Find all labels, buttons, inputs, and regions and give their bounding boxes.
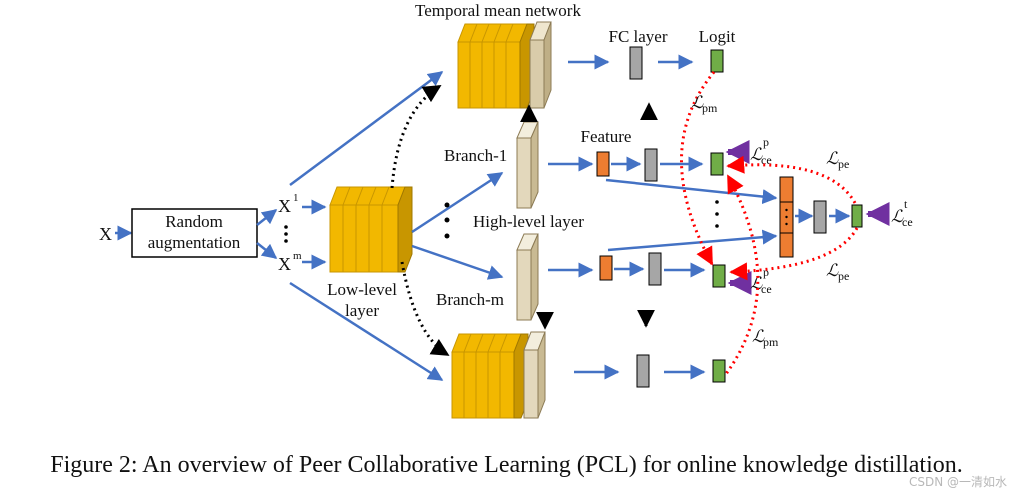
loss-ce-t-sup: t	[904, 197, 908, 211]
augmentation-label-line2: augmentation	[148, 233, 241, 252]
arrow-feature-bm-to-concat	[607, 229, 778, 252]
arrow-feature-b1-to-concat	[605, 178, 778, 205]
x1-superscript: 1	[293, 192, 299, 204]
arrow-x1-to-temporal-top	[289, 70, 444, 187]
branch1-label: Branch-1	[444, 146, 507, 165]
temporal-network-top-stack	[457, 21, 552, 109]
loss-ce-p-branch1-sup: p	[763, 135, 769, 149]
loss-ce-p-branchm-sup: p	[763, 265, 769, 279]
logit-ensemble	[851, 204, 863, 228]
dotted-low-to-temporal-top	[390, 84, 442, 189]
branchm-high-level-block	[516, 233, 539, 321]
arrow-aug-to-x1	[256, 209, 278, 226]
loss-pe-bottom-sub: pe	[838, 269, 849, 283]
fc-branchm	[648, 252, 662, 286]
dotted-pe-to-branchm	[729, 227, 859, 281]
loss-ce-p-branch1-sub: ce	[761, 153, 772, 167]
temporal-network-bottom-stack	[451, 331, 546, 419]
loss-pm-bottom-symbol: ℒ	[752, 327, 765, 346]
high-level-layer-label: High-level layer	[473, 212, 584, 231]
logit-branchm	[712, 264, 726, 288]
xm-superscript: m	[293, 250, 302, 262]
loss-ce-t-sub: ce	[902, 215, 913, 229]
logit-branch1	[710, 152, 724, 176]
loss-pe-bottom-symbol: ℒ	[826, 261, 839, 280]
branchm-label: Branch-m	[436, 290, 504, 309]
fc-branch1	[644, 148, 658, 182]
fc-ensemble	[813, 200, 827, 234]
feature-branchm	[599, 255, 613, 281]
x1-label: X	[278, 196, 291, 216]
temporal-mean-network-label: Temporal mean network	[415, 1, 581, 20]
logit-bottom	[712, 359, 726, 383]
dotted-pe-to-branch1	[726, 155, 857, 204]
logit-top	[710, 49, 724, 73]
low-level-layer-stack	[329, 186, 413, 273]
arrow-aug-to-xm	[256, 242, 278, 259]
loss-pe-top-symbol: ℒ	[826, 149, 839, 168]
watermark: CSDN @一清如水	[908, 475, 1007, 489]
random-augmentation-box	[131, 208, 258, 258]
xm-label: X	[278, 254, 291, 274]
dotted-pm-top-to-branchm	[680, 71, 716, 266]
loss-ce-t-symbol: ℒ	[891, 207, 904, 226]
low-level-label-line2: layer	[345, 301, 379, 320]
loss-ce-p-branch1-symbol: ℒ	[750, 145, 763, 164]
loss-pe-top-sub: pe	[838, 157, 849, 171]
dotted-pm-bottom-to-branch1	[721, 174, 760, 379]
arrow-low-to-branch1	[411, 171, 504, 234]
low-level-label-line1: Low-level	[327, 280, 397, 299]
augmentation-label-line1: Random	[165, 212, 223, 231]
loss-pm-bottom-sub: pm	[763, 335, 779, 349]
loss-ce-p-branchm-sub: ce	[761, 282, 772, 296]
ensemble-concat-feature	[779, 176, 794, 258]
arrow-xm-to-temporal-bottom	[289, 281, 444, 382]
loss-pm-top-symbol: ℒ	[691, 93, 704, 112]
ellipsis-logits	[715, 200, 719, 228]
feature-label: Feature	[581, 127, 632, 146]
feature-branch1	[596, 151, 610, 177]
figure-caption: Figure 2: An overview of Peer Collaborat…	[50, 452, 963, 478]
arrow-low-to-branchm	[411, 244, 504, 280]
fc-layer-top	[629, 46, 643, 80]
logit-label: Logit	[699, 27, 736, 46]
ellipsis-x	[284, 225, 288, 243]
input-x-label: X	[99, 224, 112, 244]
fc-layer-label: FC layer	[608, 27, 667, 46]
fc-layer-bottom	[636, 354, 650, 388]
branch1-high-level-block	[516, 121, 539, 209]
loss-pm-top-sub: pm	[702, 101, 718, 115]
ellipsis-branches	[444, 202, 450, 239]
